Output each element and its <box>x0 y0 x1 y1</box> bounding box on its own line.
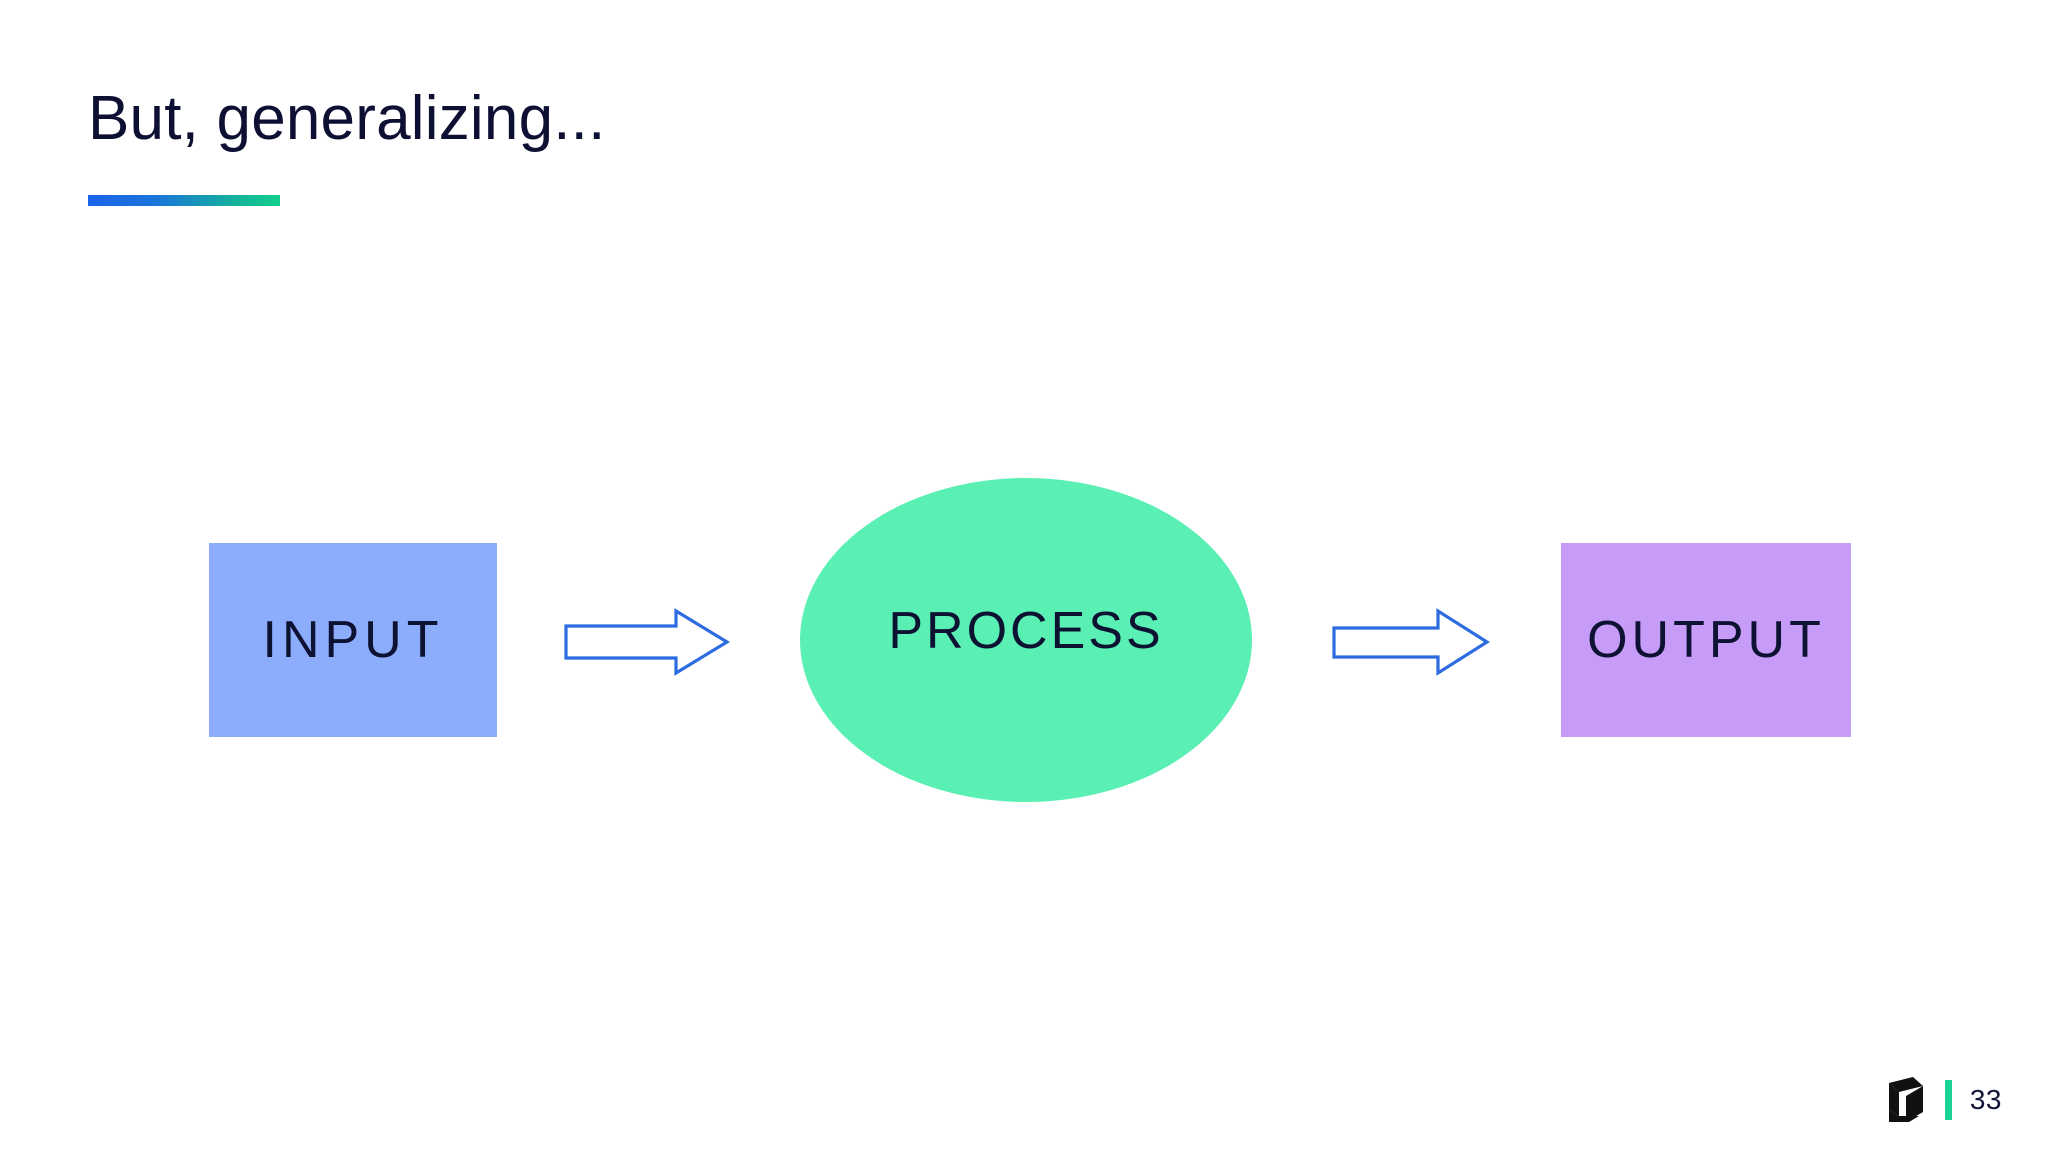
slide-footer: 33 <box>1875 1074 2002 1126</box>
title-accent-rule <box>88 195 280 206</box>
flow-node-process-label: PROCESS <box>888 602 1164 660</box>
cube-logo-icon <box>1888 1077 1923 1122</box>
arrow-input-to-process-icon <box>564 608 730 676</box>
page-title: But, generalizing... <box>88 84 606 153</box>
flow-node-output: OUTPUT <box>1561 543 1851 737</box>
flow-node-process: PROCESS <box>800 478 1252 802</box>
footer-divider <box>1944 1080 1952 1120</box>
flow-node-input-label: INPUT <box>262 611 444 669</box>
arrow-process-to-output-icon <box>1332 608 1490 676</box>
flow-node-input: INPUT <box>209 543 497 737</box>
flow-node-output-label: OUTPUT <box>1587 611 1825 669</box>
page-number: 33 <box>1969 1084 2002 1115</box>
